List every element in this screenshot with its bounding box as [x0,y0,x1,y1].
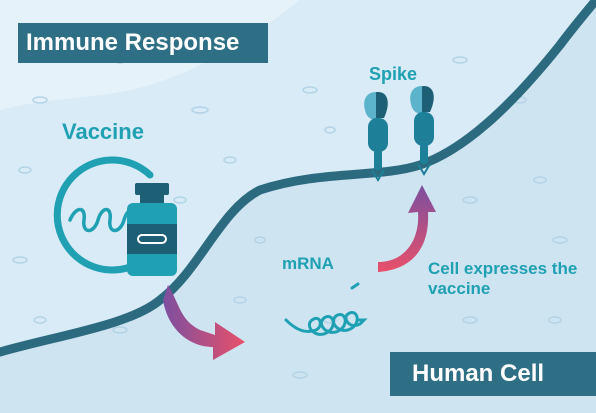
vaccine-label: Vaccine [62,119,144,144]
human-cell-banner: Human Cell [390,352,596,396]
mrna-coil-icon [284,282,368,336]
spike-protein-icon [364,92,388,182]
entry-arrow-icon [163,285,245,360]
mrna-label: mRNA [282,254,334,273]
droplet-decorations [12,56,568,379]
immune-response-banner: Immune Response [18,23,268,63]
spike-label: Spike [369,64,418,84]
spike-protein-icon [410,86,434,176]
expression-arrow-icon [378,185,436,272]
cell-membrane [0,0,596,357]
vaccine-ring-icon [53,156,154,274]
cell-expresses-label: Cell expresses the vaccine [428,259,578,298]
vaccine-vial-icon [127,183,177,276]
